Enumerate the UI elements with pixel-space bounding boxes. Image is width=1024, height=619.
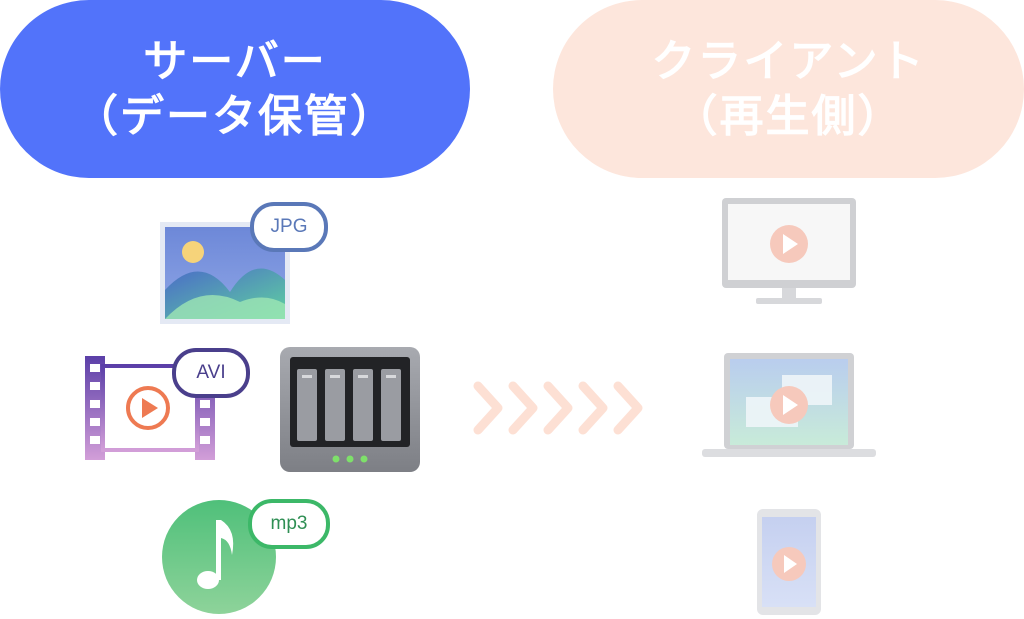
avi-badge: AVI [172, 348, 250, 398]
server-subtitle: （データ保管） [74, 91, 396, 142]
monitor-icon [722, 198, 856, 306]
smartphone-icon [757, 509, 821, 615]
music-file-icon [162, 500, 277, 615]
server-label: サーバー （データ保管） [0, 0, 470, 178]
client-subtitle: （再生側） [673, 91, 904, 142]
mp3-badge: mp3 [248, 499, 330, 549]
nas-server-icon [280, 347, 420, 472]
jpg-badge: JPG [250, 202, 328, 252]
server-title: サーバー [143, 36, 327, 87]
client-label: クライアント （再生側） [553, 0, 1024, 178]
arrow-chevrons-icon [470, 378, 650, 438]
laptop-icon [702, 353, 876, 461]
client-title: クライアント [651, 36, 926, 87]
